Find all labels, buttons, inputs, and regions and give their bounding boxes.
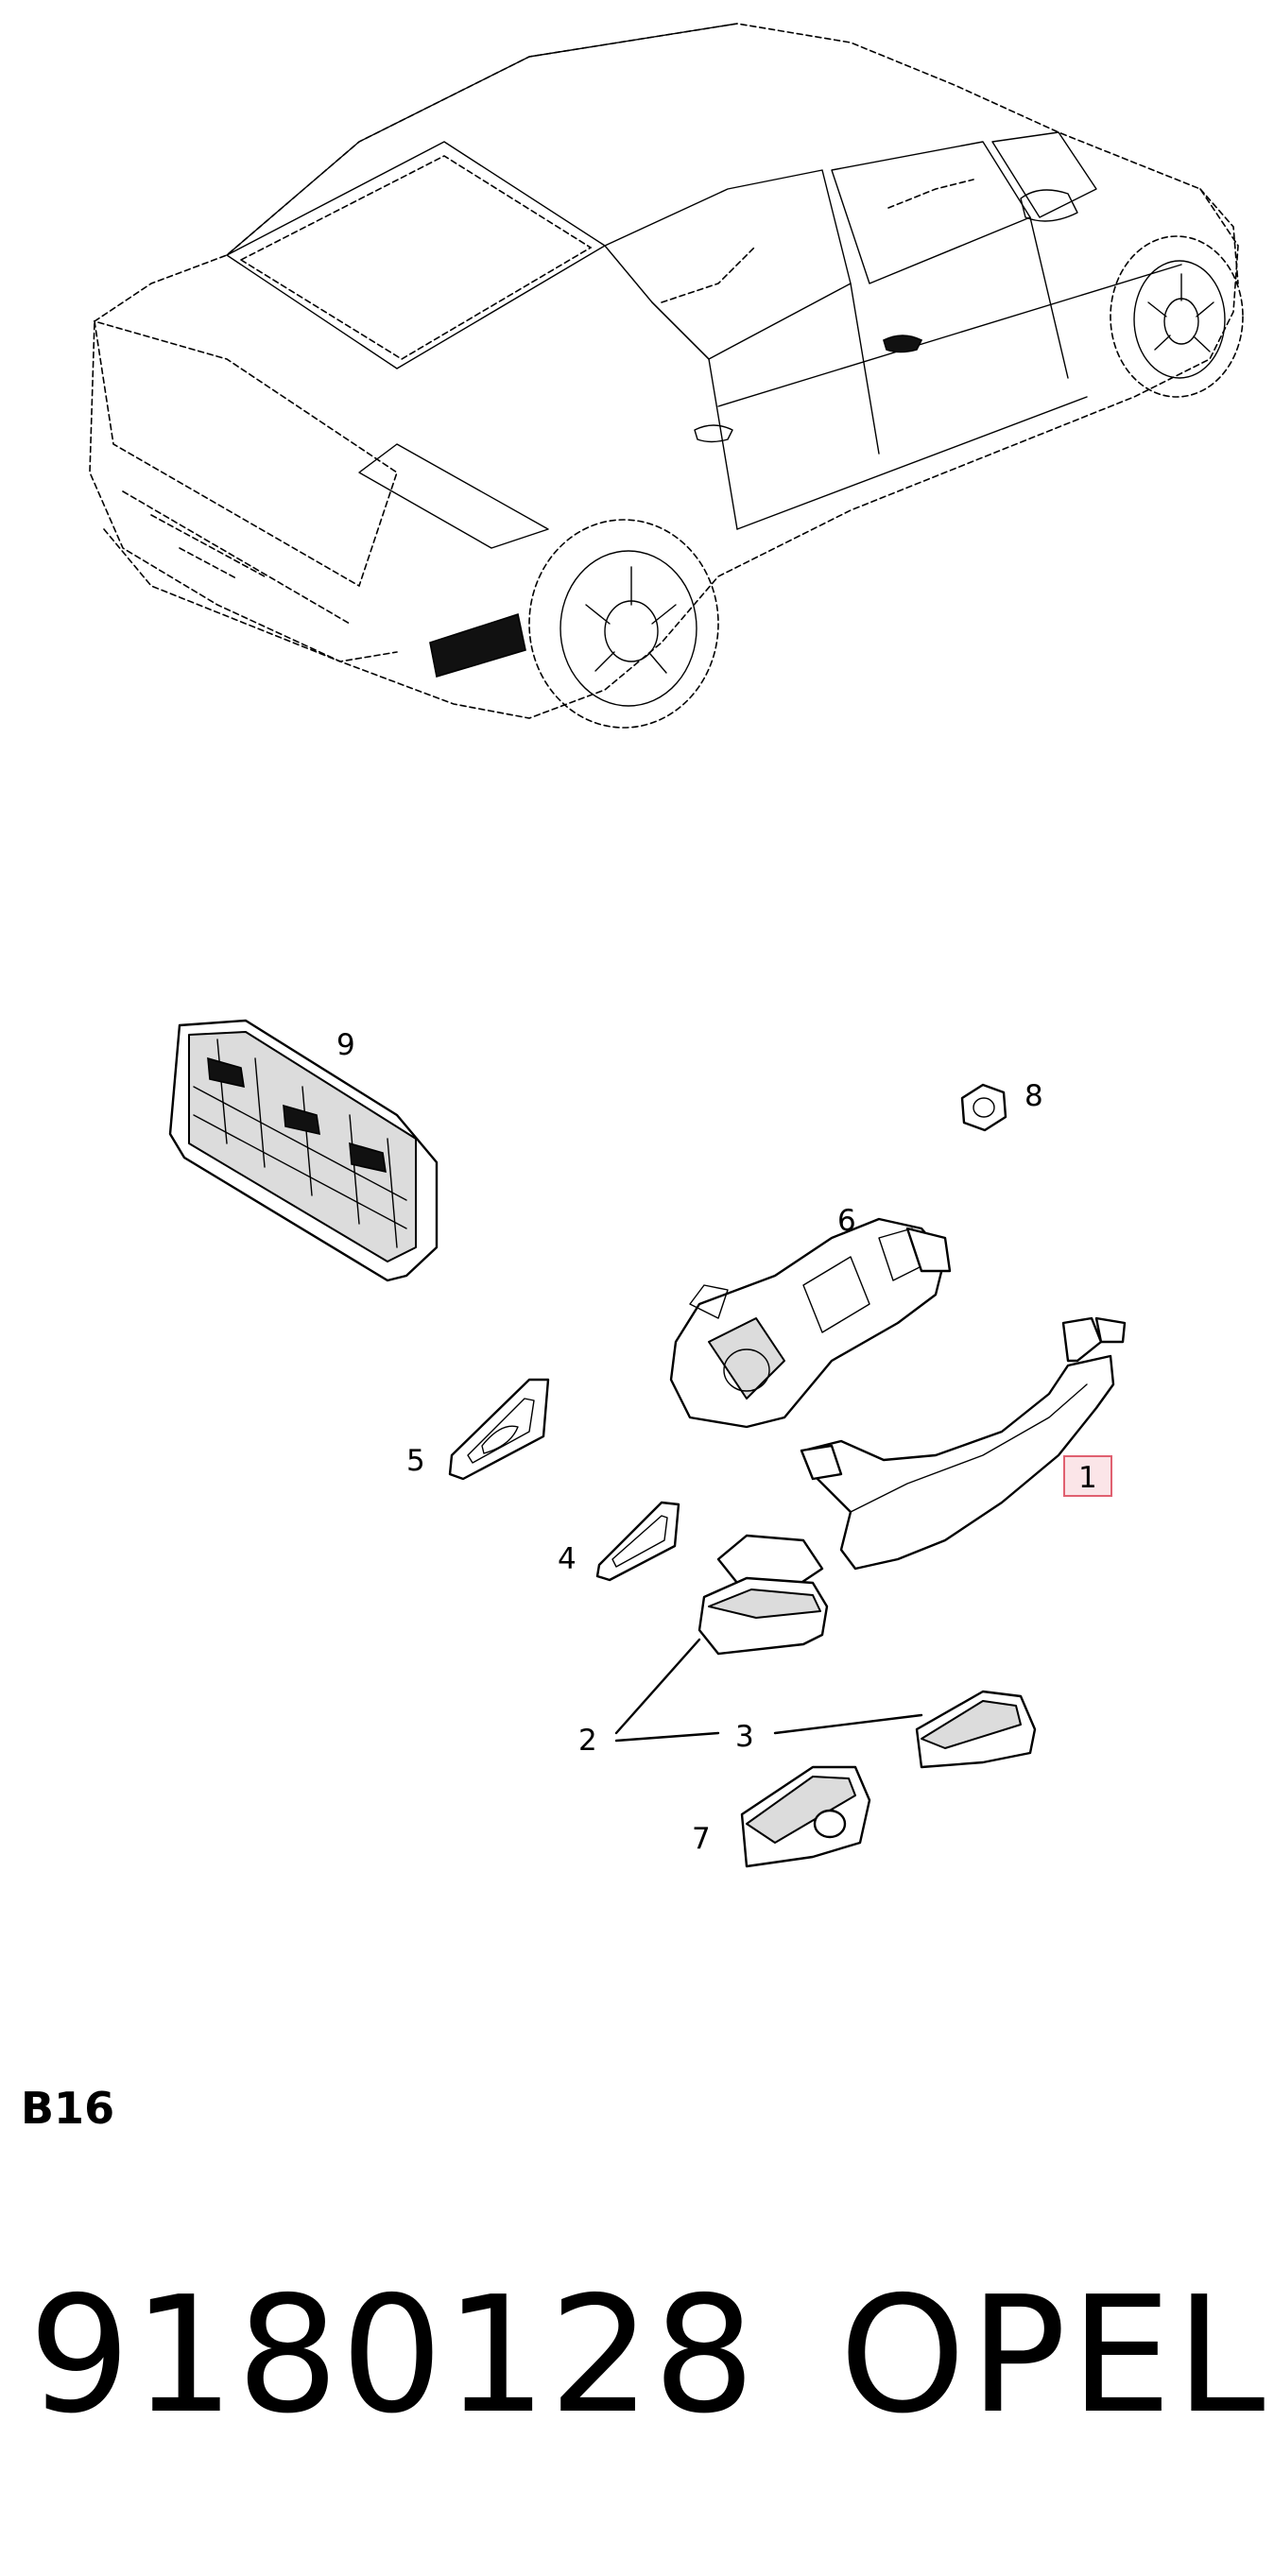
callout-1: 1 bbox=[1078, 1461, 1097, 1495]
part-4-gasket bbox=[595, 1501, 680, 1582]
section-code: B16 bbox=[21, 2083, 115, 2134]
brand-name: OPEL bbox=[839, 2262, 1269, 2449]
part-9-clip-block bbox=[168, 1019, 439, 1282]
part-1-door-handle bbox=[800, 1316, 1127, 1571]
part-3-end-cap bbox=[915, 1690, 1037, 1769]
part-6-handle-frame bbox=[669, 1217, 952, 1429]
leader-2b bbox=[614, 1731, 720, 1743]
leader-3 bbox=[773, 1713, 923, 1735]
callout-7: 7 bbox=[692, 1822, 711, 1856]
callout-8: 8 bbox=[1024, 1079, 1043, 1113]
callout-4: 4 bbox=[558, 1542, 577, 1576]
callout-3: 3 bbox=[735, 1720, 754, 1754]
callout-2: 2 bbox=[578, 1724, 597, 1758]
part-2-cylinder-cap bbox=[697, 1534, 829, 1656]
callout-1-highlight bbox=[1063, 1455, 1112, 1497]
part-7-cap-with-hole bbox=[740, 1765, 871, 1868]
part-8-nut bbox=[960, 1083, 1007, 1132]
callout-6: 6 bbox=[837, 1204, 856, 1238]
part-number: 9180128 bbox=[28, 2262, 758, 2449]
callout-9: 9 bbox=[336, 1028, 355, 1062]
part-5-gasket bbox=[448, 1378, 550, 1481]
car-illustration bbox=[89, 23, 1244, 729]
leader-2a bbox=[614, 1638, 701, 1735]
callout-5: 5 bbox=[406, 1444, 425, 1478]
